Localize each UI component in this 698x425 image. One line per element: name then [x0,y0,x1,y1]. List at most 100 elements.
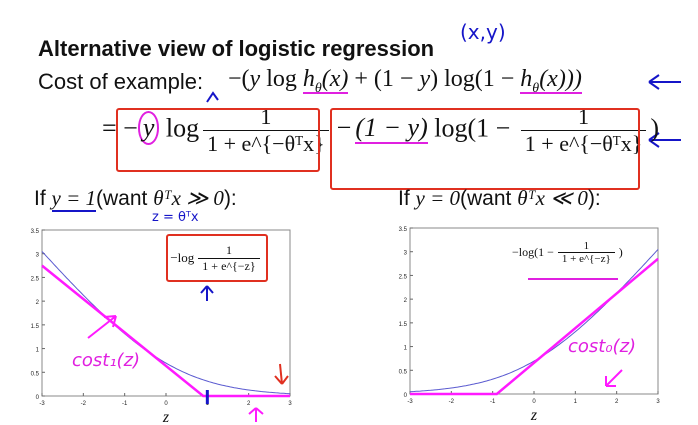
cost0-label-underline [528,278,618,280]
y-tick-label: 0 [404,393,408,399]
arrow-up-annotation [200,285,214,301]
eq2-minus: − [123,113,138,143]
case-y1: If y = 1(want θᵀx ≫ 0): [34,186,237,212]
y-tick-label: 0.5 [31,371,40,377]
case-y1-if: If [34,187,46,210]
case-y1-want: (want [96,187,154,210]
series-sigmoid-cost-line [41,251,291,395]
handwritten-z: z = θᵀx [152,210,199,225]
eq2-num1: 1 [260,104,272,129]
case-y1-rel: θᵀx ≫ 0 [153,186,224,210]
series-hinge-line [41,264,290,398]
x-tick-label: 2 [615,399,619,405]
case-y0-if: If [398,187,410,210]
x-tick-label: -3 [407,399,413,405]
x-axis-label: z [530,407,538,424]
pink-arrow-1 [87,315,117,339]
red-arrow [274,363,289,385]
term2-box [330,108,640,190]
x-tick-label: 2 [247,401,251,407]
term1-box [116,108,320,172]
eq1-y2: y [419,66,431,92]
case-y1-end: ): [223,187,237,210]
case-y0-cond: y = 0 [415,186,461,210]
cost-label: Cost of example: [38,69,204,94]
y-tick-label: 1 [36,348,40,354]
slide-title: Alternative view of logistic regression [38,36,435,61]
eq2-den2: 1 + e^{−θᵀx} [520,130,647,157]
tick-mark-annotation [206,91,219,103]
eq1-theta-1: θ [314,80,322,96]
eq2-term2a: (1 − y) [355,113,428,145]
y-tick-label: 0.5 [399,369,408,375]
arrow-annotation-1 [648,74,681,90]
x-tick-label: 0 [532,399,536,405]
eq1-h2: h [520,66,533,92]
x-tick-label: -3 [39,401,45,407]
cost0-label-text: −log(1 − [512,245,554,259]
eq2-equals: = [102,113,124,143]
cost1-handwritten: cost₁(z) [72,350,141,371]
eq2-close: ) [650,113,659,143]
arrow-annotation-2 [648,132,681,148]
eq2-minus2: − [336,113,352,143]
eq1-theta-2: θ [532,80,540,96]
eq1-hypothesis-1: hθ(x) [302,66,349,96]
cost0-label-close: ) [618,245,623,259]
cost1-label-text: −log [170,250,195,265]
x-tick-label: 3 [288,401,292,407]
x-tick-label: 3 [656,399,660,405]
x-tick-label: -1 [490,399,496,405]
series-hinge-line [410,257,659,396]
y-tick-label: 0 [36,395,40,401]
case-y0: If y = 0(want θᵀx ≪ 0): [398,186,601,211]
pink-arrow-2 [605,369,623,387]
y-tick-label: 2.5 [399,274,408,280]
eq2-log: log [159,113,200,143]
handwritten-xy: (x,y) [460,20,506,44]
eq2-num2: 1 [578,104,590,129]
cost0-handwritten: cost₀(z) [568,336,637,357]
cost1-label-num: 1 [225,242,232,257]
cost0-label-den: 1 + e^{−z} [557,252,615,265]
y-tick-label: 2.5 [31,276,40,282]
y-tick-label: 1.5 [31,324,40,330]
y-tick-label: 1 [404,346,408,352]
y-tick-label: 3 [36,253,40,259]
eq1-h1: h [302,66,315,92]
cost0-label-num: 1 [583,240,590,252]
x-tick-label: -2 [449,399,455,405]
eq1-hypothesis-2: hθ(x))) [520,66,582,96]
eq2-term2b: log(1 − [427,113,517,143]
eq1-lead: −( [228,66,250,92]
x-tick-label: -2 [81,401,87,407]
x-tick-label: 0 [164,401,168,407]
x-tick-label: -1 [122,401,128,407]
case-y0-rel: θᵀx ≪ 0 [517,186,588,210]
y-tick-label: 2 [404,298,408,304]
eq1-y: y [249,66,261,92]
y-tick-label: 2 [36,300,40,306]
y-tick-label: 3.5 [31,229,40,235]
eq2-den1: 1 + e^{−θᵀx} [203,130,329,157]
y-tick-label: 3.5 [399,227,408,233]
x-axis-label: z [162,409,170,425]
x-tick-label: 1 [574,399,578,405]
case-y0-want: (want [460,187,518,210]
cost1-chart: 0 0.5 1 1.5 2 2.5 3 3.5 -3 -2 -1 0 1 2 3 z [31,229,293,425]
eq1-arg2: (x))) [539,66,582,92]
case-y1-cond: y = 1 [51,186,97,212]
eq1-arg1: (x) [321,66,349,92]
y-tick-label: 3 [404,251,408,257]
cost-equation: −(y log hθ(x) + (1 − y) log(1 − hθ(x))) [228,66,582,97]
pink-arrow-3 [248,407,264,422]
eq1-mid: + (1 − [348,66,420,92]
